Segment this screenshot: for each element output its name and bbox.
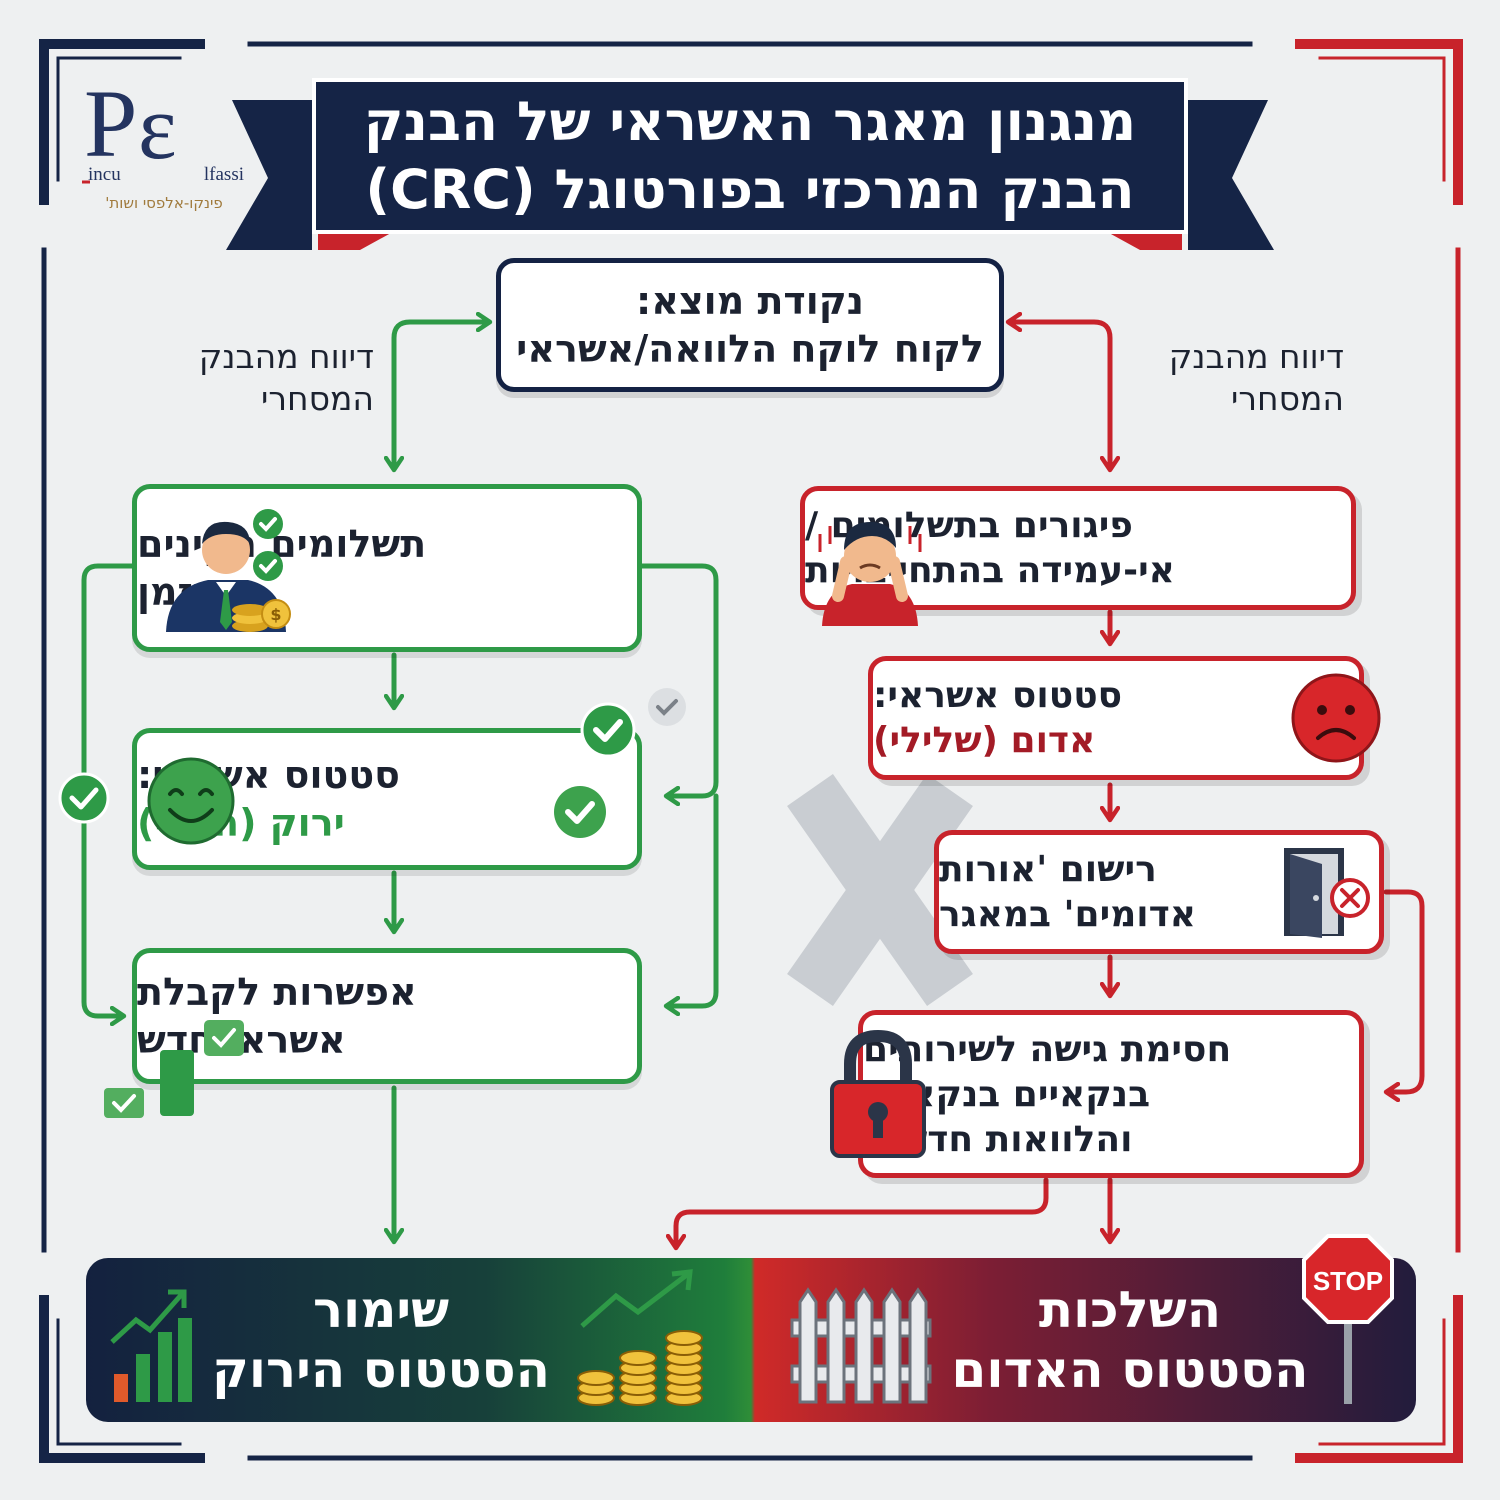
outcomes-banner: [86, 1258, 1416, 1422]
smiley-happy-icon: [147, 757, 235, 845]
check-icon: [580, 702, 636, 758]
svg-text:STOP: STOP: [1313, 1266, 1383, 1296]
fence-icon: [790, 1287, 932, 1404]
check-icon: [554, 786, 606, 838]
logo-name: incu lfassi: [88, 164, 244, 185]
large-x-mark: [787, 773, 973, 1007]
red-outcome-label: השלכות הסטטוס האדום: [951, 1281, 1309, 1399]
door-x-icon: [1284, 848, 1370, 938]
svg-text:ɛ: ɛ: [138, 86, 177, 178]
outer-frame: [39, 39, 1463, 1463]
new-credit-box: אפשרות לקבלת אשראי חדש: [132, 948, 642, 1084]
title-line-1: מנגנון מאגר האשראי של הבנק: [363, 90, 1137, 153]
stressed-person-icon: [818, 522, 922, 626]
check-icon: [104, 1020, 244, 1118]
page-title: מנגנון מאגר האשראי של הבנק הבנק המרכזי ב…: [312, 78, 1188, 234]
padlock-icon: [830, 1029, 926, 1158]
svg-text:$: $: [270, 605, 281, 624]
growth-chart-icon: [110, 1289, 192, 1402]
check-icon: [648, 688, 686, 726]
logo-subtitle: פינקו-אלפסי ושות': [105, 194, 223, 212]
title-line-2: הבנק המרכזי בפורטוגל (CRC): [365, 158, 1135, 221]
start-point-box: נקודת מוצא: לקוח לוקח הלוואה/אשראי: [496, 258, 1004, 392]
sad-face-icon: [1291, 673, 1381, 763]
company-logo: P ɛ: [82, 86, 177, 184]
green-outcome-label: שימור הסטטוס הירוק: [212, 1281, 550, 1399]
report-label-right: דיווח מהבנק המסחרי: [1168, 337, 1344, 418]
report-label-left: דיווח מהבנק המסחרי: [198, 337, 374, 418]
svg-text:P: P: [84, 86, 137, 177]
businessman-icon: $: [166, 509, 291, 632]
access-blocking-box: חסימת גישה לשירותים בנקאיים בנקאיים והלו…: [858, 1010, 1364, 1178]
coins-growth-icon: [577, 1269, 703, 1406]
red-arrows: [676, 322, 1425, 1246]
check-icon: [58, 772, 110, 824]
stop-sign-icon: STOP: [1302, 1234, 1394, 1404]
